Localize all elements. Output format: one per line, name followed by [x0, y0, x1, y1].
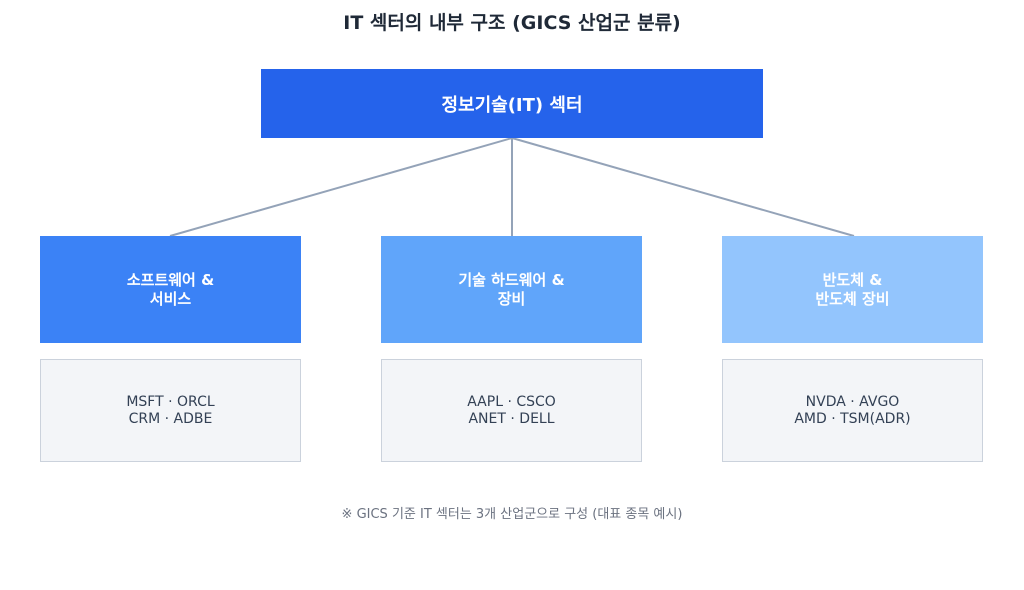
category-label: 기술 하드웨어 & 장비	[458, 270, 565, 308]
diagram-title: IT 섹터의 내부 구조 (GICS 산업군 분류)	[343, 12, 681, 34]
examples-box-semiconductors: NVDA · AVGO AMD · TSM(ADR)	[722, 359, 983, 462]
category-node-tech-hardware: 기술 하드웨어 & 장비	[381, 236, 642, 343]
examples-box-tech-hardware: AAPL · CSCO ANET · DELL	[381, 359, 642, 462]
example-tickers: NVDA · AVGO AMD · TSM(ADR)	[794, 393, 911, 427]
example-tickers: MSFT · ORCL CRM · ADBE	[126, 393, 215, 427]
category-node-software-services: 소프트웨어 & 서비스	[40, 236, 301, 343]
root-node-label: 정보기술(IT) 섹터	[441, 94, 583, 116]
category-label: 반도체 & 반도체 장비	[815, 270, 890, 308]
footnote: ※ GICS 기준 IT 섹터는 3개 산업군으로 구성 (대표 종목 예시)	[341, 507, 683, 522]
category-label: 소프트웨어 & 서비스	[126, 270, 215, 308]
examples-box-software-services: MSFT · ORCL CRM · ADBE	[40, 359, 301, 462]
connector-software	[169, 137, 513, 237]
example-tickers: AAPL · CSCO ANET · DELL	[467, 393, 556, 427]
connector-semiconductor	[511, 137, 855, 237]
root-node-it-sector: 정보기술(IT) 섹터	[261, 69, 763, 138]
category-node-semiconductors: 반도체 & 반도체 장비	[722, 236, 983, 343]
